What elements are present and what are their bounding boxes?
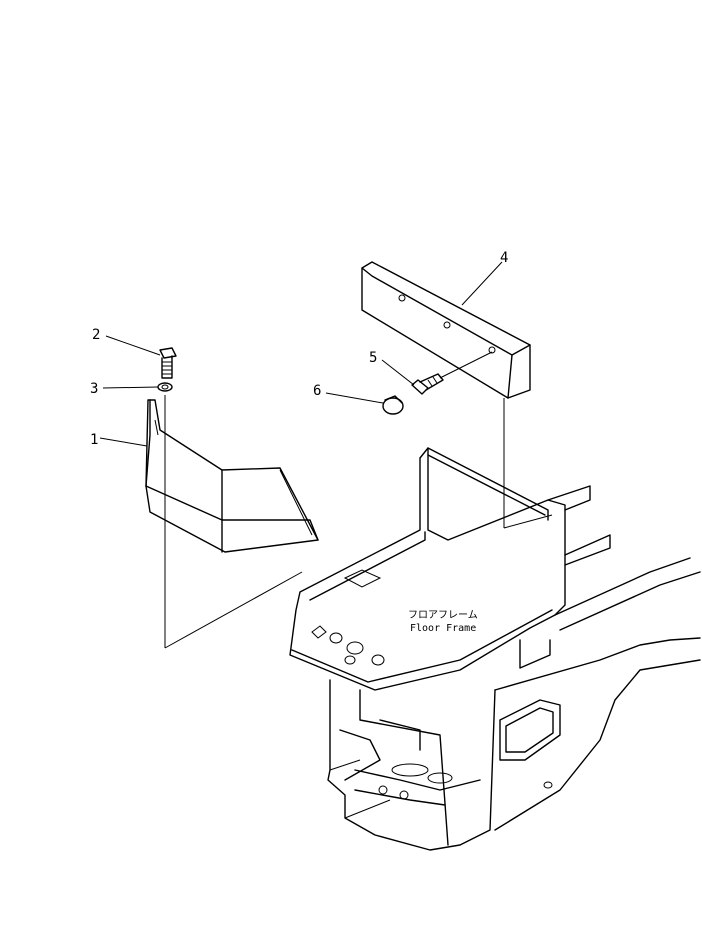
floor-frame-caption: フロアフレーム Floor Frame <box>408 609 478 634</box>
leader-lines <box>99 261 553 649</box>
callout-1: 1 <box>90 432 98 448</box>
floor-frame-label-en: Floor Frame <box>410 623 476 634</box>
part-3-washer <box>157 382 173 392</box>
callout-3: 3 <box>90 381 98 397</box>
part-2-bolt <box>159 347 177 379</box>
callout-4: 4 <box>500 250 508 266</box>
callout-5: 5 <box>369 350 377 366</box>
part-6-plug <box>382 395 404 415</box>
floor-frame-label-ja: フロアフレーム <box>408 609 478 621</box>
part-5-bolt <box>411 373 444 395</box>
part-1-cover <box>145 399 319 553</box>
callout-2: 2 <box>92 327 100 343</box>
callouts: 1 2 3 4 5 6 <box>90 250 508 448</box>
callout-6: 6 <box>313 383 321 399</box>
part-4-guard <box>361 261 531 399</box>
floor-frame-assembly <box>289 447 701 851</box>
